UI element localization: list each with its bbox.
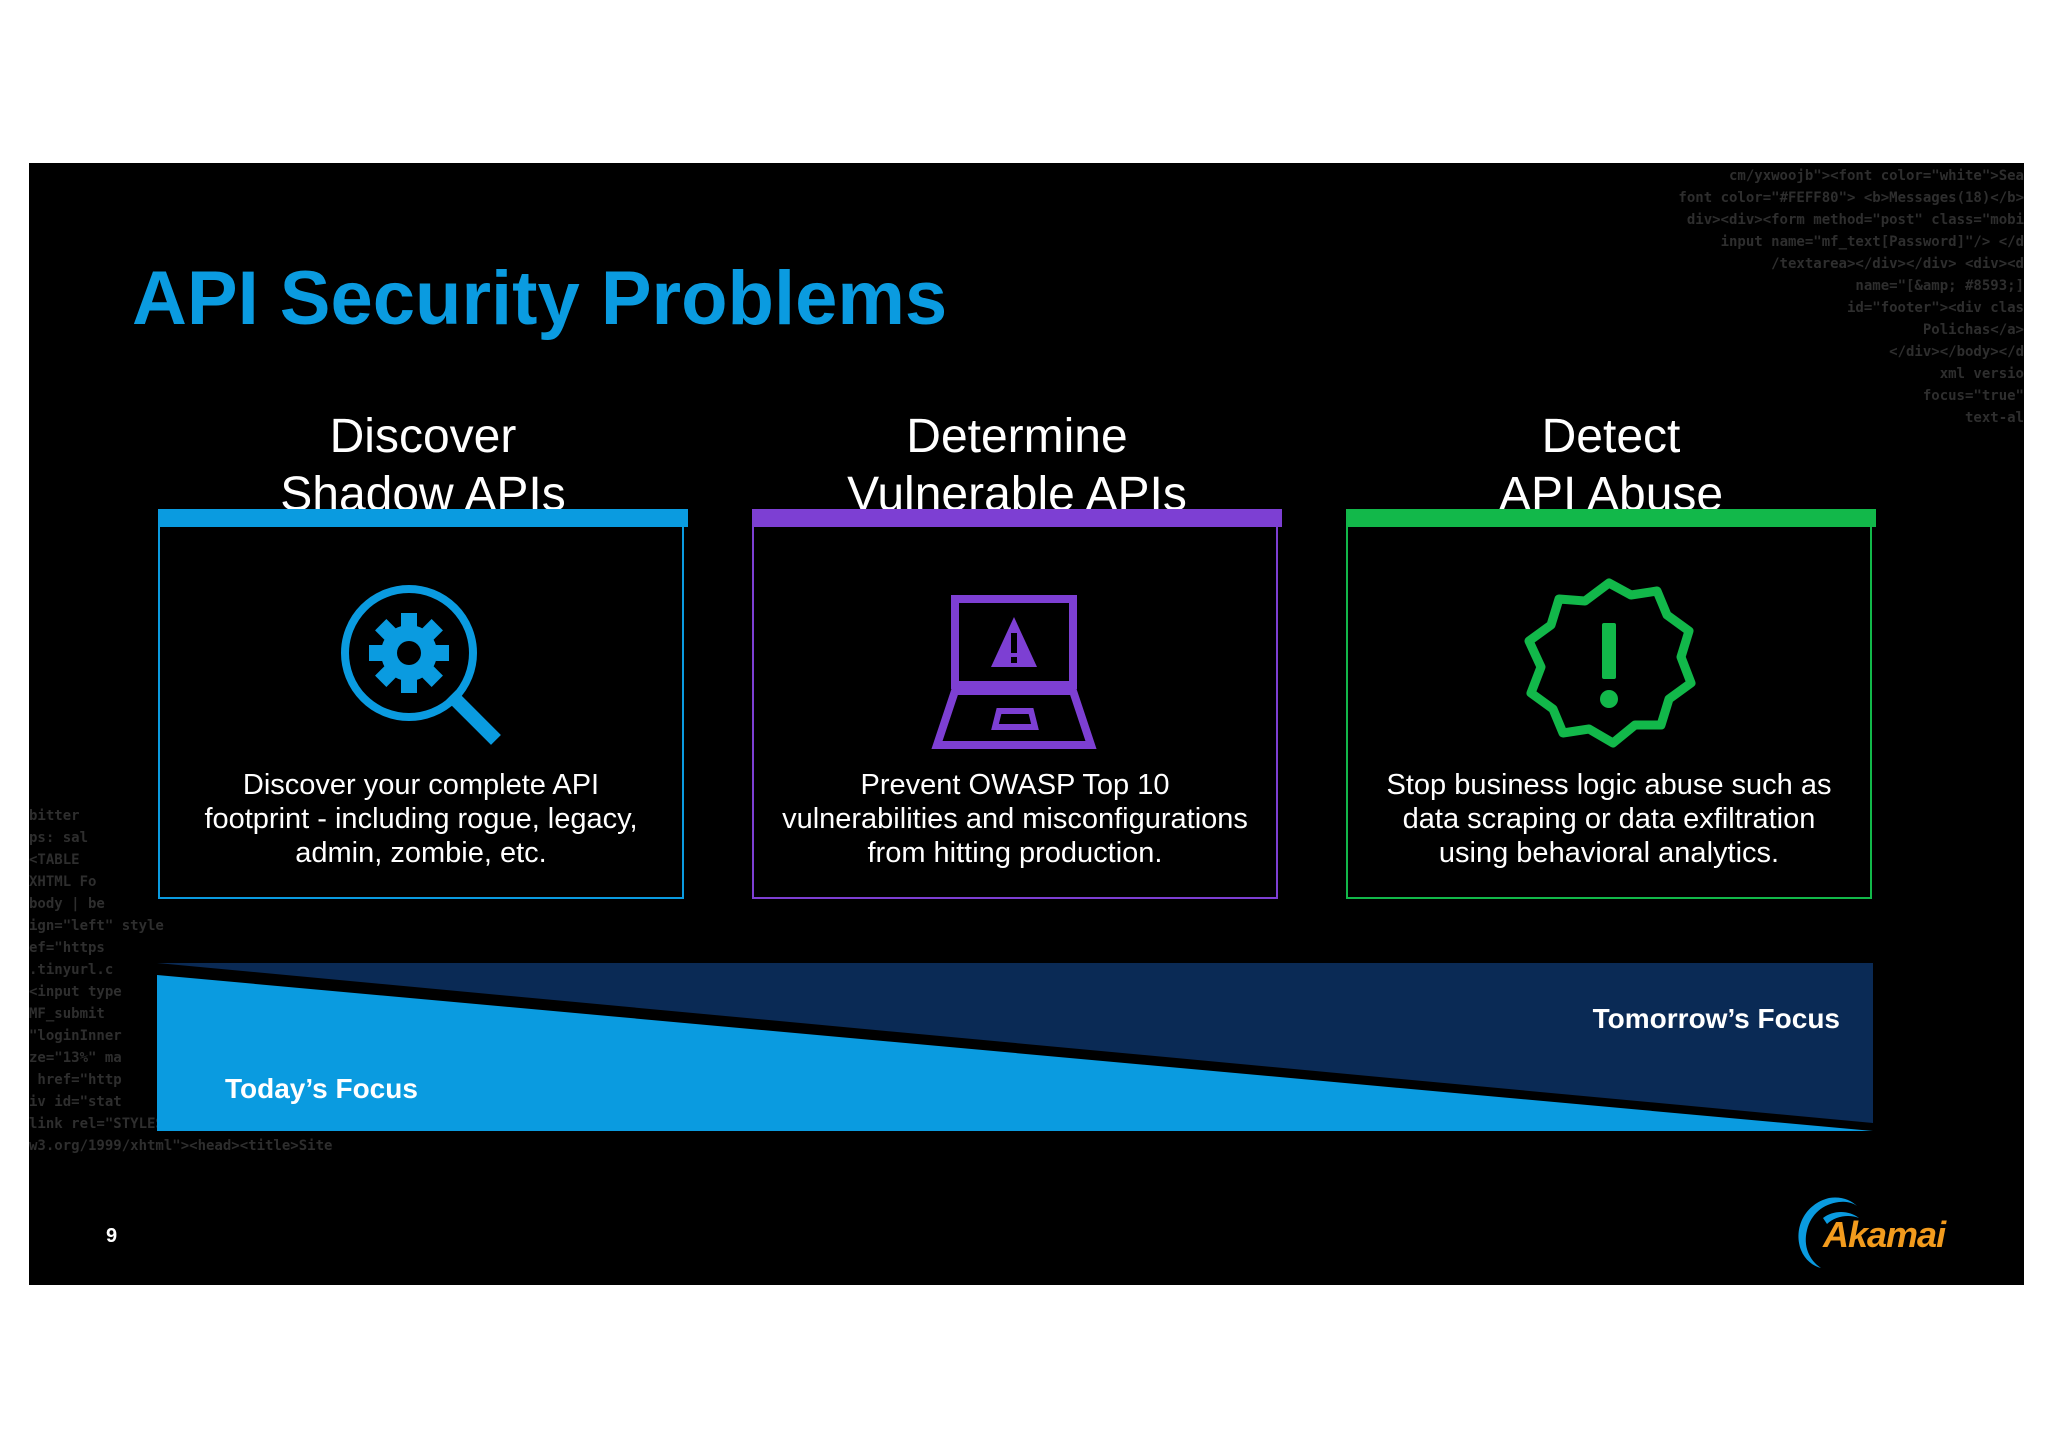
card-discover: Discover your complete API footprint - i… [158,509,688,899]
tomorrow-focus-label: Tomorrow’s Focus [1592,1003,1840,1034]
desc-line: vulnerabilities and misconfigurations [782,803,1248,835]
desc-line: footprint - including rogue, legacy, [204,803,638,835]
alert-badge-icon [1524,578,1696,748]
desc-line: using behavioral analytics. [1438,837,1780,869]
card-detect: Stop business logic abuse such as data s… [1346,509,1876,899]
magnifier-gear-icon [341,585,501,745]
today-focus-area [157,975,1873,1131]
desc-line: from hitting production. [867,837,1163,869]
column-heading: Determine Vulnerable APIs [752,408,1282,524]
card-determine: Prevent OWASP Top 10 vulnerabilities and… [752,509,1282,899]
page-number: 9 [106,1225,118,1247]
slide-title: API Security Problems [132,256,948,341]
heading-line-1: Discover [329,410,517,463]
slide: cm/yxwoojb"><font color="white">Sea font… [29,163,2024,1285]
akamai-logo-icon [1798,1197,1859,1268]
brand-logo-text: Akamai [1823,1214,1946,1255]
desc-line: admin, zombie, etc. [295,837,547,869]
heading-line-1: Determine [906,410,1128,463]
code-background-top-right: cm/yxwoojb"><font color="white">Sea font… [1678,168,2024,426]
column-heading: Discover Shadow APIs [158,408,688,524]
card-description: Stop business logic abuse such as data s… [1348,768,1870,870]
card-description: Discover your complete API footprint - i… [160,768,682,870]
desc-line: Discover your complete API [242,769,600,801]
column-heading: Detect API Abuse [1346,408,1876,524]
focus-shift-band [157,963,1873,1131]
card-accent-bar [158,509,688,527]
desc-line: Prevent OWASP Top 10 [860,769,1170,801]
card-description: Prevent OWASP Top 10 vulnerabilities and… [754,768,1276,870]
desc-line: data scraping or data exfiltration [1402,803,1816,835]
card-accent-bar [1346,509,1876,527]
desc-line: Stop business logic abuse such as [1386,769,1832,801]
heading-line-1: Detect [1541,410,1681,463]
today-focus-label: Today’s Focus [225,1073,418,1104]
card-accent-bar [752,509,1282,527]
laptop-warning-icon [931,595,1097,749]
